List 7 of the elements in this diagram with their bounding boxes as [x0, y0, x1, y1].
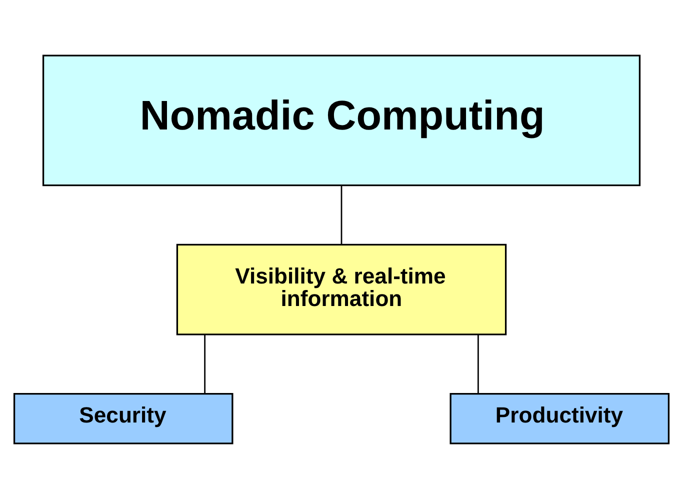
node-box: Productivity: [450, 392, 670, 444]
node-box: Security: [13, 392, 234, 444]
node-box: Visibility & real-time information: [176, 244, 507, 336]
connector: [478, 334, 479, 394]
connector: [204, 334, 206, 394]
node-box: Nomadic Computing: [42, 54, 641, 186]
connector: [340, 185, 342, 244]
